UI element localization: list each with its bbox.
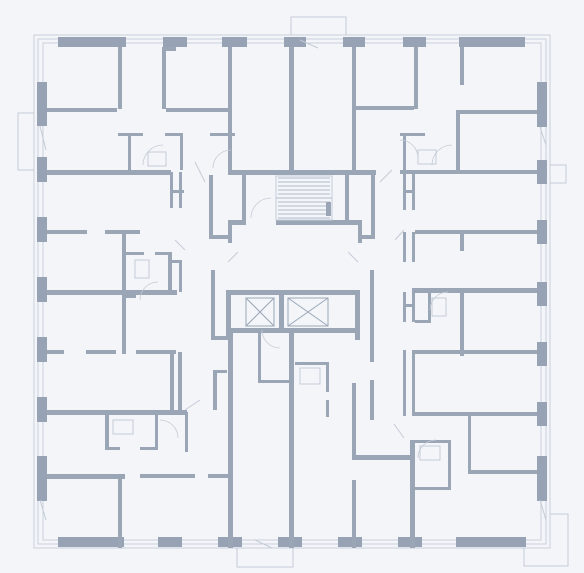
- interior-walls: [47, 47, 537, 548]
- balconies: [17, 16, 569, 568]
- fixtures: [112, 149, 447, 461]
- elevator-shafts: [245, 297, 329, 327]
- facade-piers-right: [537, 82, 547, 501]
- facade-piers-top: [58, 37, 525, 47]
- staircase: [275, 175, 333, 221]
- door-swings: [39, 39, 547, 549]
- facade-piers-left: [37, 82, 47, 501]
